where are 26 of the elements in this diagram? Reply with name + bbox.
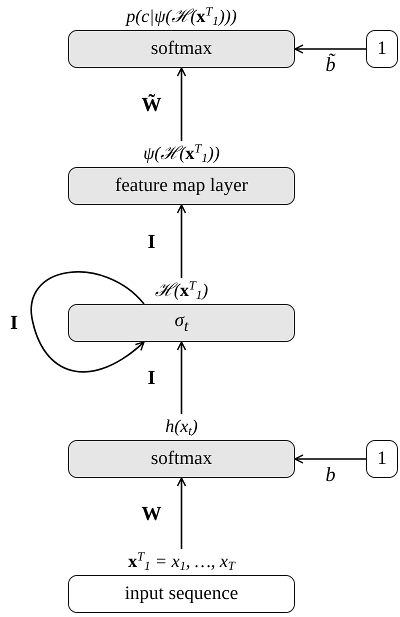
- formula-label: x$^{T}$$_{1}$ = x$_{1}$, …, x$_{T}$: [128, 549, 235, 575]
- process-box: softmax: [68, 440, 295, 478]
- formula-label: p(c|ψ(ℋ(x$^{T}$$_{1}$))): [126, 4, 237, 30]
- process-box: softmax: [68, 30, 295, 68]
- process-box: 1: [366, 440, 398, 478]
- edge-label: I: [148, 367, 156, 389]
- arrow: [176, 477, 186, 549]
- edge-label: b̃: [326, 54, 336, 76]
- arrow: [176, 204, 186, 278]
- edge-label: I: [10, 312, 18, 334]
- process-box: feature map layer: [68, 167, 295, 205]
- formula-label: h(x$_{t}$): [165, 415, 198, 440]
- edge-label: I: [148, 230, 156, 252]
- arrow: [176, 67, 186, 141]
- edge-label: W̃: [142, 94, 162, 116]
- formula-label: ℋ(x$^{T}$$_{1}$): [154, 278, 208, 304]
- arrow: [30, 271, 145, 373]
- process-box: σ$_{t}$: [68, 304, 295, 342]
- arrow: [294, 44, 366, 54]
- process-box: 1: [366, 30, 398, 68]
- edge-label: W: [142, 502, 162, 524]
- arrow: [294, 454, 366, 464]
- formula-label: ψ(ℋ(x$^{T}$$_{1}$)): [143, 141, 220, 167]
- arrow: [176, 341, 186, 414]
- edge-label: b: [326, 464, 336, 486]
- process-box: input sequence: [68, 575, 295, 613]
